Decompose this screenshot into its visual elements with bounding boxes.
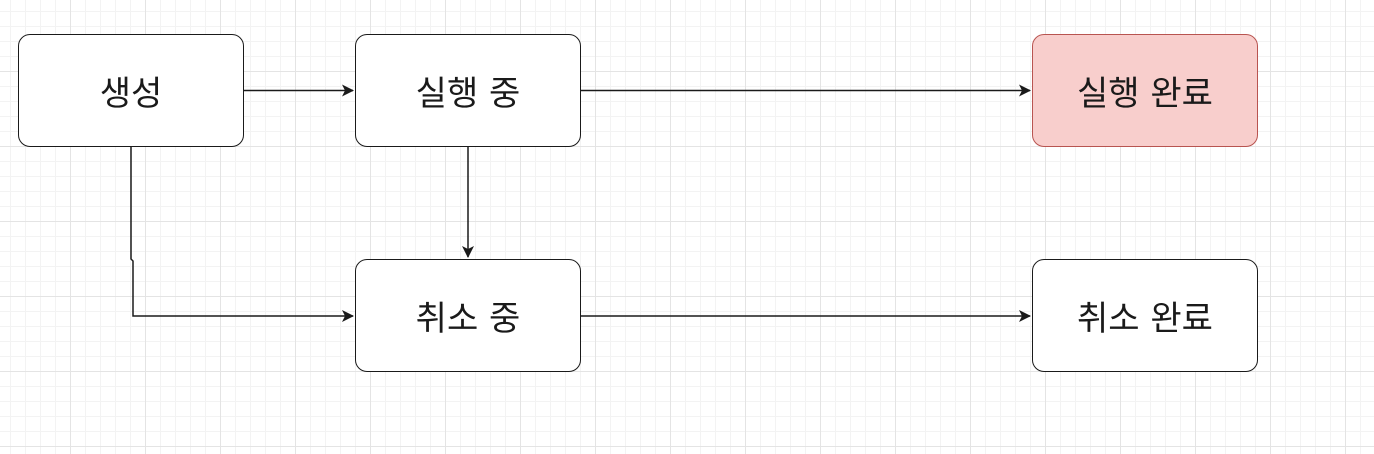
node-cancel-done-label: 취소 완료	[1077, 299, 1213, 339]
node-created-label: 생성	[99, 74, 163, 114]
node-running[interactable]: 실행 중	[355, 34, 581, 147]
node-running-label: 실행 중	[415, 74, 521, 114]
node-created[interactable]: 생성	[18, 34, 244, 147]
node-canceling-label: 취소 중	[415, 299, 521, 339]
node-run-done-label: 실행 완료	[1077, 74, 1213, 114]
node-canceling[interactable]: 취소 중	[355, 259, 581, 372]
node-cancel-done[interactable]: 취소 완료	[1032, 259, 1258, 372]
node-run-done[interactable]: 실행 완료	[1032, 34, 1258, 147]
edge-created-to-canceling[interactable]	[130, 147, 354, 322]
